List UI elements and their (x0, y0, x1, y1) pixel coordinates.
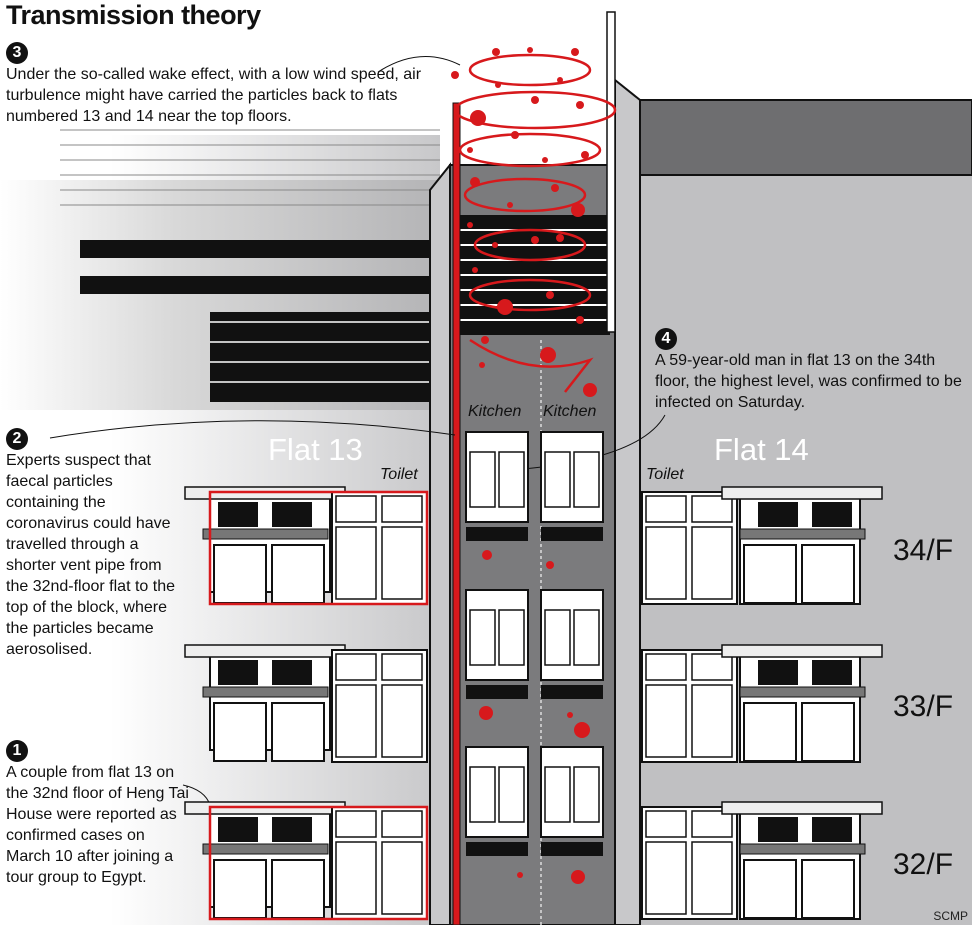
note-3: 3 Under the so-called wake effect, with … (6, 42, 446, 127)
canopy (721, 486, 883, 500)
virus-particle-icon (531, 96, 539, 104)
virus-particle-icon (511, 131, 519, 139)
floor-unit-33/F (184, 589, 883, 763)
toilet-label-14: Toilet (646, 466, 684, 483)
note-4: 4 A 59-year-old man in flat 13 on the 34… (655, 328, 970, 413)
page-title: Transmission theory (6, 0, 261, 30)
virus-particle-icon (492, 242, 498, 248)
virus-particle-icon (470, 110, 486, 126)
note-2: 2 Experts suspect that faecal particles … (6, 428, 176, 660)
virus-particle-icon (495, 82, 501, 88)
canopy (721, 644, 883, 658)
virus-particle-icon (479, 706, 493, 720)
canopy (721, 801, 883, 815)
note-1-text: A couple from flat 13 on the 32nd floor … (6, 764, 189, 886)
note-4-text: A 59-year-old man in flat 13 on the 34th… (655, 352, 962, 411)
virus-particle-icon (451, 71, 459, 79)
flat-14-label: Flat 14 (714, 432, 809, 467)
floor-label-32: 32/F (893, 848, 954, 881)
note-3-text: Under the so-called wake effect, with a … (6, 66, 422, 125)
floor-unit-32/F (184, 746, 883, 921)
step-3-badge: 3 (6, 42, 28, 64)
virus-particle-icon (527, 47, 533, 53)
note-1: 1 A couple from flat 13 on the 32nd floo… (6, 740, 191, 888)
virus-particle-icon (470, 177, 480, 187)
virus-particle-icon (542, 157, 548, 163)
virus-particle-icon (567, 712, 573, 718)
vent-pipe-red (452, 102, 461, 925)
balcony-rails (80, 240, 430, 402)
floor-label-33: 33/F (893, 690, 954, 723)
virus-particle-icon (576, 316, 584, 324)
step-4-badge: 4 (655, 328, 677, 350)
virus-particle-icon (556, 234, 564, 242)
virus-particle-icon (581, 151, 589, 159)
kitchen-label-14: Kitchen (543, 403, 597, 420)
virus-particle-icon (551, 184, 559, 192)
turbulence-swirl (453, 53, 617, 393)
virus-particle-icon (497, 299, 513, 315)
note-2-text: Experts suspect that faecal particles co… (6, 452, 175, 658)
infected-flat-outline (208, 805, 429, 921)
virus-particle-icon (467, 222, 473, 228)
kitchen-label-13: Kitchen (468, 403, 522, 420)
flat-13-label: Flat 13 (268, 432, 363, 467)
virus-particle-icon (546, 291, 554, 299)
virus-particle-icon (574, 722, 590, 738)
floor-unit-34/F (184, 431, 883, 606)
virus-particle-icon (482, 550, 492, 560)
virus-particle-icon (571, 203, 585, 217)
virus-particle-icon (576, 101, 584, 109)
virus-particle-icon (467, 147, 473, 153)
virus-particle-icon (546, 561, 554, 569)
virus-particle-icon (517, 872, 523, 878)
virus-particle-icon (571, 48, 579, 56)
step-2-badge: 2 (6, 428, 28, 450)
virus-particle-icon (479, 362, 485, 368)
canopy (184, 644, 346, 658)
virus-particle-icon (540, 347, 556, 363)
virus-particle-icon (557, 77, 563, 83)
virus-particle-icon (571, 870, 585, 884)
infected-flat-outline (208, 490, 429, 606)
vent-pipe-top (606, 11, 616, 333)
virus-particle-icon (472, 267, 478, 273)
floor-label-34: 34/F (893, 534, 954, 567)
credit: SCMP (933, 909, 968, 923)
virus-particle-icon (492, 48, 500, 56)
step-1-badge: 1 (6, 740, 28, 762)
virus-particle-icon (531, 236, 539, 244)
virus-particle-icon (481, 336, 489, 344)
virus-particle-icon (583, 383, 597, 397)
virus-particle-icon (507, 202, 513, 208)
toilet-label-13: Toilet (380, 466, 418, 483)
